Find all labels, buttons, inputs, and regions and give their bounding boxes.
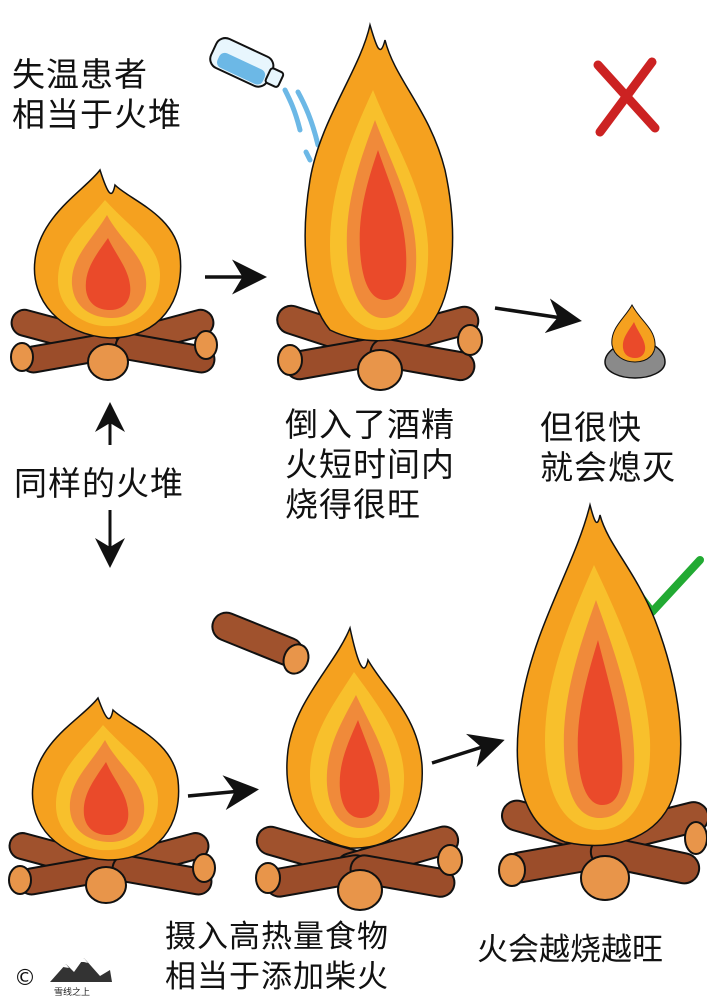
campfire-dying: [604, 303, 666, 379]
x-mark-icon: [593, 57, 660, 137]
label-line: 倒入了酒精: [285, 405, 455, 444]
campfire-roaring: [498, 502, 707, 901]
arrow-right: [431, 733, 505, 768]
label-line: 相当于添加柴火: [165, 959, 389, 995]
alcohol-bottle-icon: [209, 37, 325, 163]
label-line: 火会越烧越旺: [477, 932, 663, 968]
arrow-right: [187, 775, 259, 811]
arrow-right: [494, 298, 582, 334]
label-line: 同样的火堆: [14, 464, 184, 503]
label-food: 摄入高热量食物 相当于添加柴火: [165, 917, 389, 997]
label-line: 失温患者: [12, 55, 148, 94]
label-grows: 火会越烧越旺: [477, 930, 663, 970]
logs: [8, 832, 216, 904]
label-alcohol: 倒入了酒精 火短时间内 烧得很旺: [285, 405, 455, 525]
label-line: 火短时间内: [285, 445, 455, 484]
log-icon: [211, 611, 310, 675]
logs: [10, 308, 218, 381]
arrows: [95, 259, 582, 811]
logs: [255, 825, 463, 911]
flame: [31, 696, 180, 861]
campfire-wood-added: [255, 625, 463, 911]
label-line: 烧得很旺: [285, 485, 421, 524]
label-same-fire: 同样的火堆: [14, 464, 184, 504]
label-hypothermia: 失温患者 相当于火堆: [12, 55, 182, 135]
label-line: 摄入高热量食物: [165, 919, 389, 955]
campfire-top-left: [10, 168, 218, 381]
label-extinguish: 但很快 就会熄灭: [540, 408, 676, 488]
flame: [33, 168, 182, 339]
label-line: 就会熄灭: [540, 448, 676, 487]
label-line: 相当于火堆: [12, 95, 182, 134]
flame: [304, 22, 454, 342]
brand-name: 雪线之上: [54, 988, 91, 998]
brand-logo-icon: [50, 958, 112, 982]
label-line: 但很快: [540, 408, 642, 447]
flame: [286, 625, 423, 849]
flame: [516, 502, 682, 847]
campfire-bottom-left: [8, 696, 216, 904]
campfire-alcohol: [276, 22, 483, 391]
copyright-symbol: ©: [14, 966, 36, 991]
